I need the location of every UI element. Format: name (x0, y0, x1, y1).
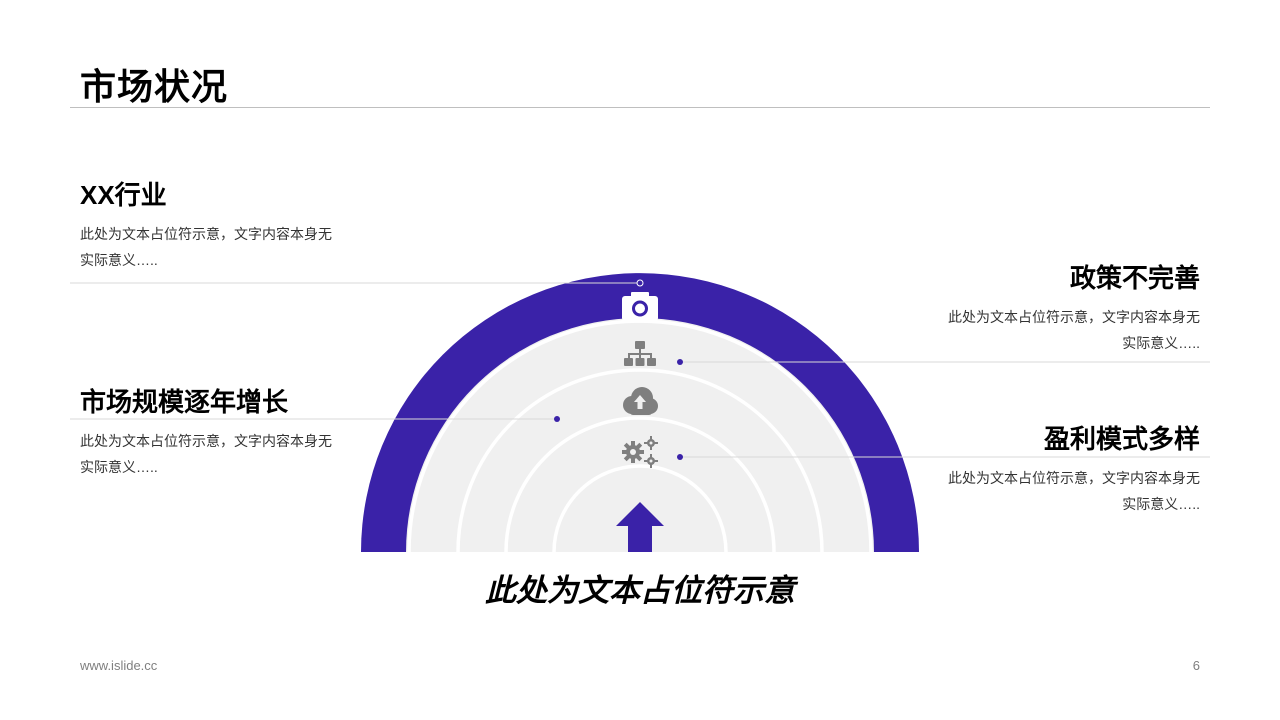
item-body-policy: 此处为文本占位符示意，文字内容本身无实际意义….. (948, 309, 1200, 351)
diagram-caption: 此处为文本占位符示意 (485, 573, 795, 608)
sitemap-icon (624, 341, 656, 366)
item-heading-policy: 政策不完善 (1069, 263, 1200, 293)
page-number: 6 (1192, 658, 1200, 673)
leader-dot-scale (554, 416, 560, 422)
item-body-profit-model: 此处为文本占位符示意，文字内容本身无实际意义….. (948, 470, 1200, 512)
ring-line-4 (552, 464, 728, 553)
up-arrow-icon (616, 502, 664, 552)
item-body-market-scale: 此处为文本占位符示意，文字内容本身无实际意义….. (80, 433, 332, 475)
item-heading-market-scale: 市场规模逐年增长 (80, 387, 289, 417)
ring-line-3 (504, 416, 776, 553)
leader-dot-profit (677, 454, 683, 460)
ring-line-2 (456, 368, 824, 553)
title-divider (70, 107, 1210, 108)
gears-icon (622, 436, 658, 468)
inner-gray-disc (406, 318, 874, 552)
camera-icon (622, 292, 658, 321)
leader-dot-xx (636, 279, 644, 287)
leader-dot-policy (677, 359, 683, 365)
cloud-upload-icon (623, 387, 658, 415)
item-body-xx-industry: 此处为文本占位符示意，文字内容本身无实际意义….. (80, 226, 332, 268)
footer-url: www.islide.cc (80, 658, 158, 673)
item-heading-xx-industry: XX行业 (80, 180, 167, 210)
slide-title: 市场状况 (80, 66, 229, 107)
item-heading-profit-model: 盈利模式多样 (1043, 424, 1200, 454)
